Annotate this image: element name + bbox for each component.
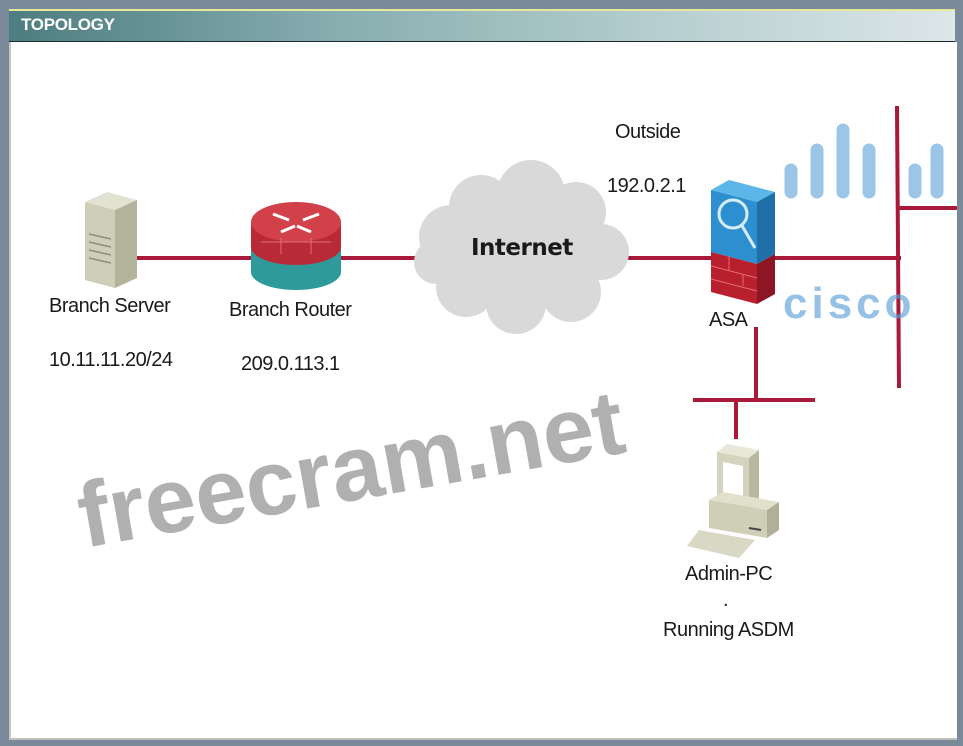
- admin-pc-dot: .: [723, 589, 729, 611]
- asa-ip: 192.0.2.1: [607, 175, 686, 197]
- admin-pc-note: Running ASDM: [663, 619, 794, 641]
- firewall-icon[interactable]: [710, 180, 775, 304]
- inside-segment-vertical: [895, 105, 901, 389]
- cloud-icon[interactable]: [414, 160, 629, 334]
- topology-canvas: Branch Server 10.11.11.20/24 Branch Rout…: [9, 42, 957, 740]
- branch-router-label: Branch Router: [229, 299, 352, 321]
- branch-server-label: Branch Server: [49, 295, 171, 317]
- cisco-logo-watermark: [784, 123, 944, 199]
- internet-label: Internet: [471, 235, 573, 261]
- server-icon[interactable]: [85, 192, 137, 288]
- header-title: TOPOLOGY: [21, 15, 115, 34]
- branch-router-ip: 209.0.113.1: [241, 353, 340, 375]
- router-icon[interactable]: [251, 202, 341, 290]
- asa-interface-label: Outside: [615, 121, 681, 143]
- pc-icon[interactable]: [687, 444, 779, 558]
- topology-header: TOPOLOGY: [9, 9, 955, 43]
- admin-pc-label: Admin-PC: [685, 563, 773, 585]
- topology-diagram: [85, 105, 957, 558]
- branch-server-ip: 10.11.11.20/24: [49, 349, 173, 371]
- cisco-logo-text: cisco: [783, 279, 916, 328]
- asa-label: ASA: [709, 309, 748, 331]
